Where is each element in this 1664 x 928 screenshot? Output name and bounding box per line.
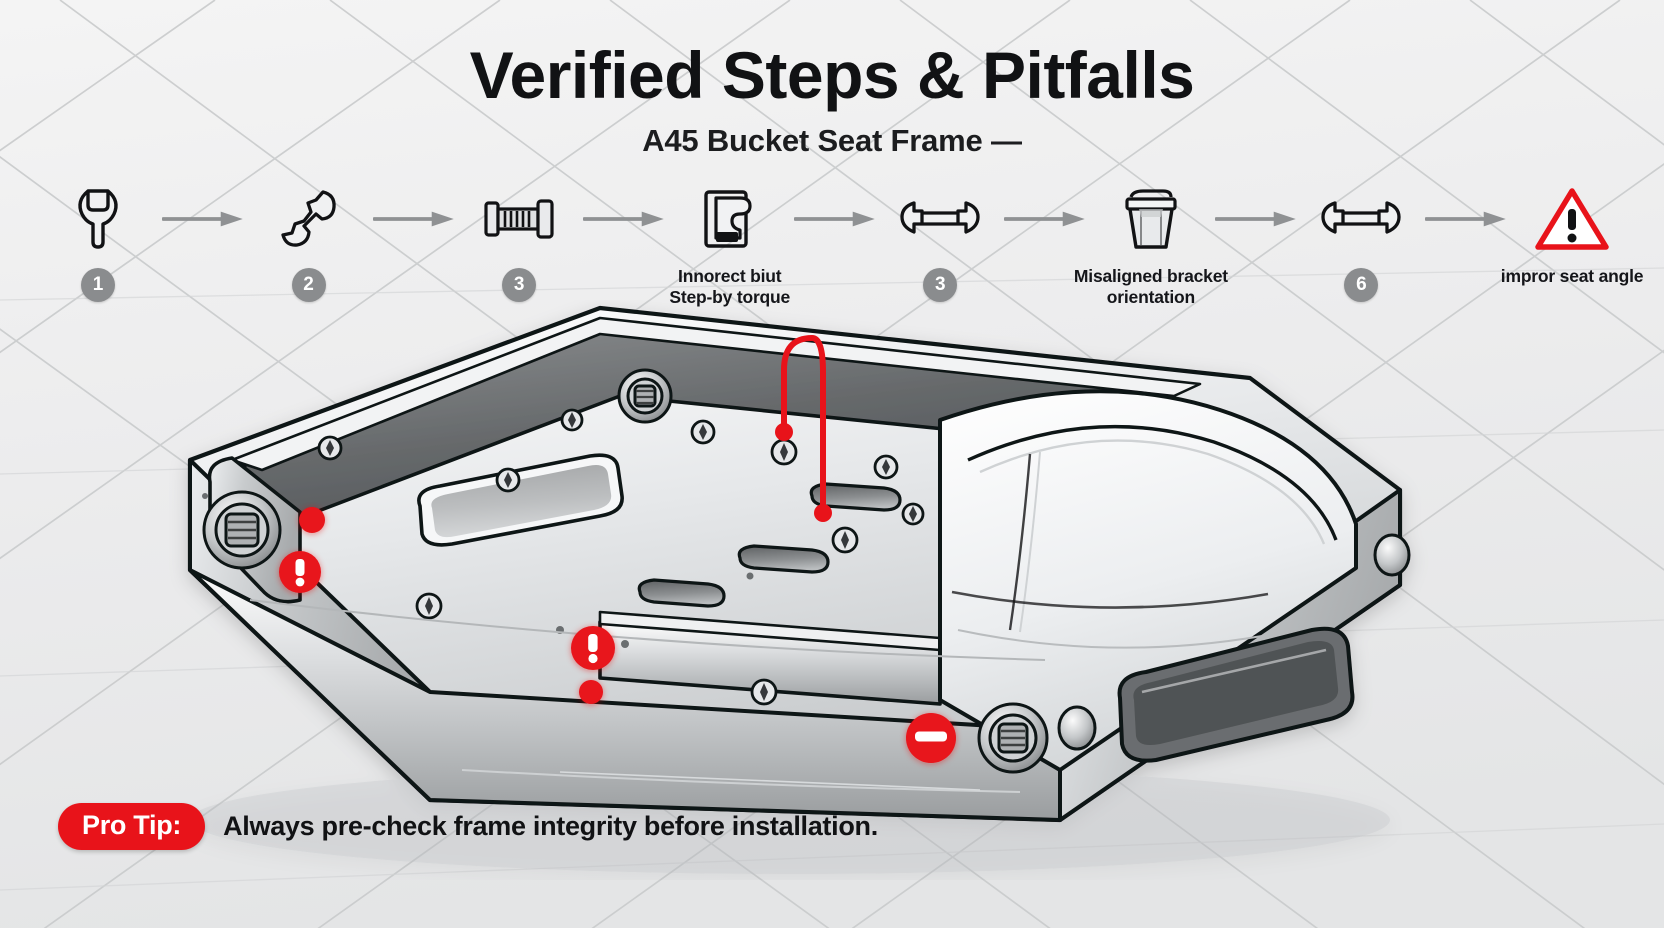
flow-arrow-4 <box>793 186 877 252</box>
step-caption-6: Misaligned bracket orientation <box>1073 266 1228 307</box>
step-badge-5: 3 <box>923 268 958 302</box>
caliper-icon <box>702 186 758 252</box>
step-caption-4-line-a: Innorect biut <box>678 266 782 286</box>
flow-arrow-3 <box>583 186 666 252</box>
wrench-open-icon <box>898 186 982 252</box>
prohibition-marker-right[interactable] <box>906 713 956 763</box>
step-badge-7: 6 <box>1344 268 1379 302</box>
warning-triangle-icon <box>1535 186 1609 252</box>
warning-marker-left[interactable] <box>279 551 321 593</box>
page-subtitle: A45 Bucket Seat Frame — <box>642 123 1022 159</box>
flow-arrow-6 <box>1214 186 1298 252</box>
step-caption-4-overlap: Innorect biut Step-by torque <box>635 266 825 310</box>
pro-tip-text: Always pre-check frame integrity before … <box>223 811 878 841</box>
step-item-7[interactable]: 6 <box>1297 186 1425 302</box>
red-dot-marker-bottom[interactable] <box>579 680 603 704</box>
step-item-6[interactable]: Misaligned bracket orientation <box>1074 186 1228 307</box>
toolbox-icon <box>1119 186 1183 252</box>
wrench-single-icon <box>70 186 126 252</box>
flow-arrow-7 <box>1425 186 1508 252</box>
step-caption-4-line-b: Step-by torque <box>669 287 791 307</box>
flow-arrow-2 <box>372 186 456 252</box>
step-item-8[interactable]: impror seat angle <box>1501 186 1643 287</box>
step-badge-1: 1 <box>81 268 115 302</box>
step-item-1[interactable]: 1 <box>34 186 162 302</box>
step-caption-8: impror seat angle <box>1500 266 1644 286</box>
pro-tip-bar: Pro Tip: Always pre-check frame integrit… <box>58 803 878 850</box>
red-dot-marker-left[interactable] <box>299 507 325 533</box>
pro-tip-pill: Pro Tip: <box>58 803 206 850</box>
wrench-double-icon <box>278 186 340 252</box>
step-item-3[interactable]: 3 <box>455 186 583 302</box>
page-title: Verified Steps & Pitfalls <box>469 38 1195 112</box>
step-item-5[interactable]: 3 <box>876 186 1004 302</box>
flow-arrow-5 <box>1004 186 1087 252</box>
wrench-open-icon <box>1319 186 1403 252</box>
step-badge-3: 3 <box>502 268 537 302</box>
step-badge-2: 2 <box>291 268 326 302</box>
step-item-2[interactable]: 2 <box>245 186 373 302</box>
warning-marker-center[interactable] <box>571 626 615 670</box>
seat-frame-illustration <box>187 305 1411 874</box>
step-sequence-strip: 1 2 <box>34 186 1643 318</box>
header-block: Verified Steps & Pitfalls A45 Bucket Sea… <box>0 0 1664 159</box>
flow-arrow-1 <box>162 186 245 252</box>
step-item-4[interactable]: Innorect biut Step-by torque <box>666 186 794 310</box>
bolt-icon <box>483 186 555 252</box>
